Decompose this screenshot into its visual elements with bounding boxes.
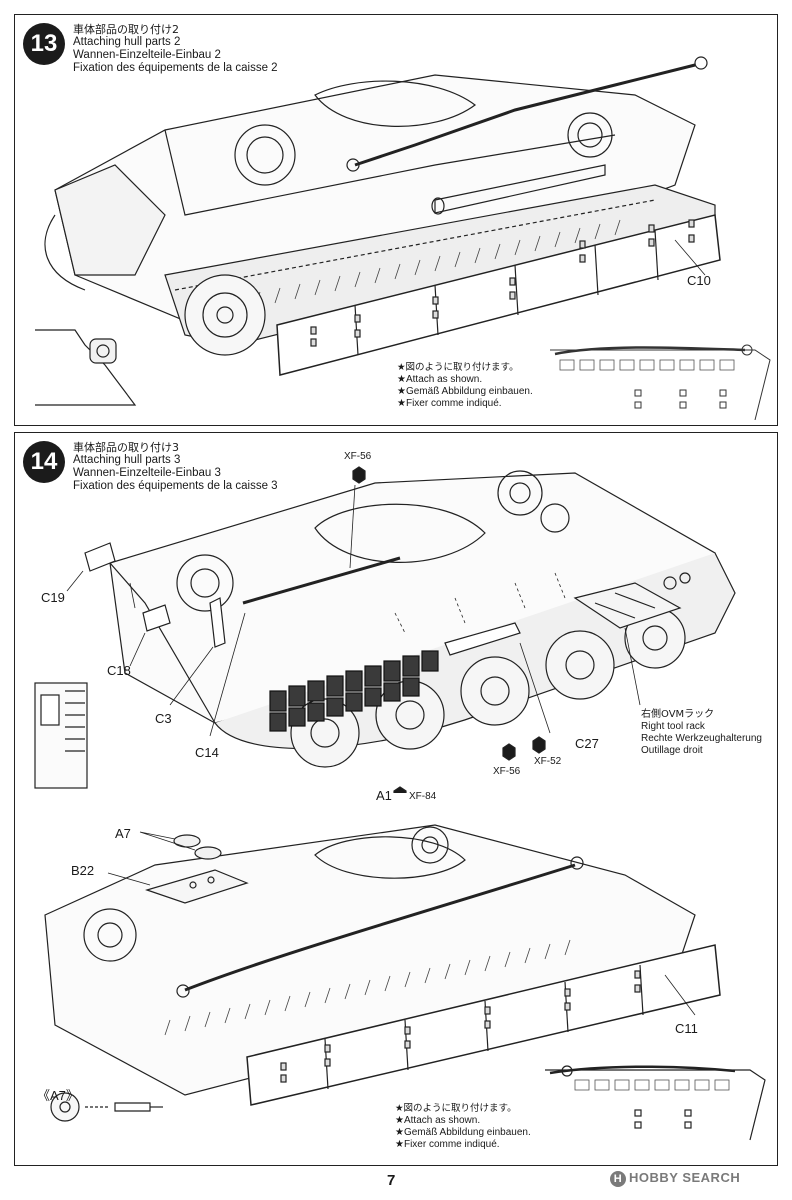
right-tool-rack-label: 右側OVMラック Right tool rack Rechte Werkzeug… <box>641 709 762 757</box>
part-label-b22: B22 <box>71 863 95 878</box>
step-14-title-ja: 車体部品の取り付け3 <box>73 441 179 454</box>
step-14-panel: 14 車体部品の取り付け3 Attaching hull parts 3 Wan… <box>14 432 778 1166</box>
step-14-note-en: ★Attach as shown. <box>395 1115 481 1126</box>
part-label-a7: A7 <box>115 826 131 841</box>
step-13-detail-illustration <box>550 344 771 420</box>
step-13-title-ja: 車体部品の取り付け2 <box>73 23 179 36</box>
watermark-text: HOBBY SEARCH <box>629 1170 741 1185</box>
step-13-title: 車体部品の取り付け2 Attaching hull parts 2 Wannen… <box>73 23 278 75</box>
rack-label-de: Rechte Werkzeughalterung <box>641 733 762 744</box>
part-label-c18: C18 <box>107 663 131 678</box>
paint-label-xf56-top: XF-56 <box>344 451 372 462</box>
step-14-title-de: Wannen-Einzelteile-Einbau 3 <box>73 467 221 479</box>
step-13-note-ja: ★図のように取り付けます。 <box>397 362 519 373</box>
step-13-note-de: ★Gemäß Abbildung einbauen. <box>397 386 533 397</box>
step-13-title-fr: Fixation des équipements de la caisse 2 <box>73 62 278 74</box>
paint-label-xf56-bottom: XF-56 <box>493 766 521 777</box>
part-label-a7-detail: 《A7》 <box>37 1088 79 1103</box>
step-13-title-de: Wannen-Einzelteile-Einbau 2 <box>73 49 221 61</box>
step-13-hull-illustration <box>35 56 721 406</box>
part-label-c14: C14 <box>195 745 219 760</box>
step-14-hull-illustration-lower <box>44 824 766 1141</box>
step-14-note-fr: ★Fixer comme indiqué. <box>395 1139 500 1150</box>
page-number: 7 <box>387 1172 396 1189</box>
step-13-panel: 13 車体部品の取り付け2 Attaching hull parts 2 Wan… <box>14 14 778 426</box>
step-14-note-ja: ★図のように取り付けます。 <box>395 1103 517 1114</box>
hobby-search-logo-icon: H <box>610 1171 626 1187</box>
step-14-title: 車体部品の取り付け3 Attaching hull parts 3 Wannen… <box>73 441 278 493</box>
step-13-note-en: ★Attach as shown. <box>397 374 483 385</box>
paint-label-xf84: XF-84 <box>409 791 437 802</box>
part-label-c27: C27 <box>575 736 599 751</box>
paint-label-xf52: XF-52 <box>534 756 562 767</box>
part-label-c11: C11 <box>675 1021 698 1036</box>
step-14-hull-illustration-upper <box>34 466 736 793</box>
part-label-c10: C10 <box>687 273 711 288</box>
part-label-c3: C3 <box>155 711 172 726</box>
step-13-title-en: Attaching hull parts 2 <box>73 36 181 48</box>
rack-label-fr: Outillage droit <box>641 745 703 756</box>
step-14-number: 14 <box>23 441 65 483</box>
step-14-note: ★図のように取り付けます。 ★Attach as shown. ★Gemäß A… <box>395 1103 531 1151</box>
part-label-a1: A1 <box>376 788 392 803</box>
step-13-note-fr: ★Fixer comme indiqué. <box>397 398 502 409</box>
step-14-title-fr: Fixation des équipements de la caisse 3 <box>73 480 278 492</box>
rack-label-ja: 右側OVMラック <box>641 709 715 720</box>
step-13-note: ★図のように取り付けます。 ★Attach as shown. ★Gemäß A… <box>397 362 533 410</box>
part-label-c19: C19 <box>41 590 65 605</box>
rack-label-en: Right tool rack <box>641 721 705 732</box>
step-14-title-en: Attaching hull parts 3 <box>73 454 181 466</box>
step-13-number: 13 <box>23 23 65 65</box>
step-14-note-de: ★Gemäß Abbildung einbauen. <box>395 1127 531 1138</box>
